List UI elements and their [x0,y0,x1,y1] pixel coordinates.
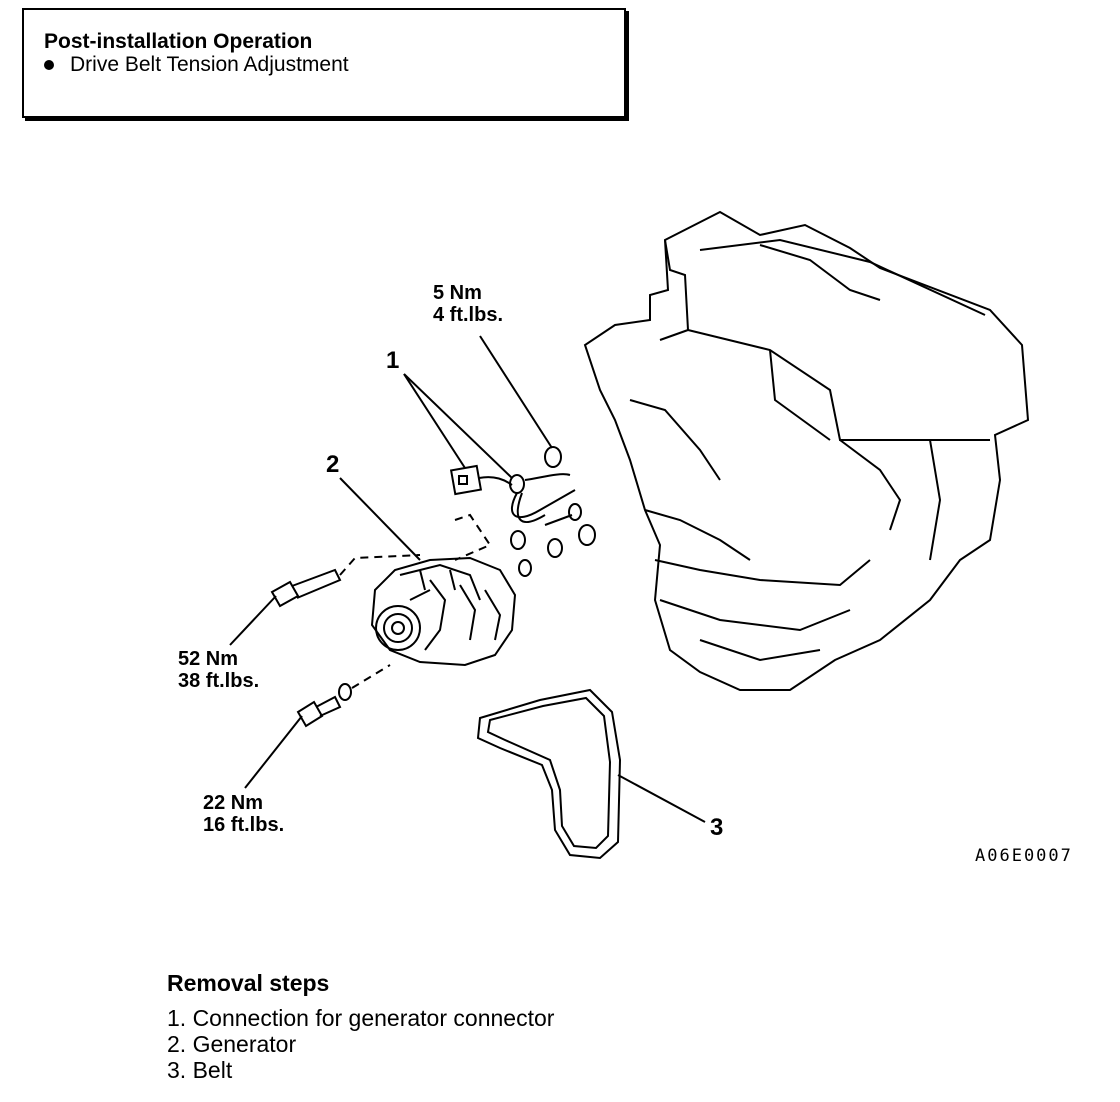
bolt-upper [270,554,421,608]
callout-2: 2 [326,451,340,478]
engine-block [583,210,1030,691]
removal-step: 2. Generator [167,1031,297,1057]
post-installation-item: Drive Belt Tension Adjustment [44,53,349,77]
connector-harness [449,446,576,561]
hardware-nuts [510,503,596,577]
generator [370,556,517,667]
torque-label-22nm: 22 Nm 16 ft.lbs. [203,792,284,836]
figure-code: A06E0007 [975,846,1073,866]
removal-step: 1. Connection for generator connector [167,1005,555,1031]
torque-label-5nm: 5 Nm 4 ft.lbs. [433,282,503,326]
drive-belt [476,688,622,860]
removal-steps-list: 1. Connection for generator connector 2.… [167,1005,554,1083]
post-installation-box: Post-installation Operation Drive Belt T… [22,8,626,118]
torque-nm-22: 22 Nm [203,792,264,814]
torque-nm-5: 5 Nm [433,282,482,304]
callout-3: 3 [710,814,724,841]
torque-ft-4: 4 ft.lbs. [433,304,504,326]
callout-1: 1 [386,347,400,374]
bullet-icon [44,60,54,71]
torque-nm-52: 52 Nm [178,648,239,670]
removal-steps-title: Removal steps [167,970,330,996]
removal-step: 3. Belt [167,1057,233,1083]
leader-lines [229,335,706,823]
post-installation-title: Post-installation Operation [44,30,313,53]
torque-label-52nm: 52 Nm 38 ft.lbs. [178,648,259,692]
bolt-lower [296,664,391,728]
torque-ft-16: 16 ft.lbs. [203,814,285,836]
torque-ft-38: 38 ft.lbs. [178,670,260,692]
post-installation-item-text: Drive Belt Tension Adjustment [70,53,349,76]
